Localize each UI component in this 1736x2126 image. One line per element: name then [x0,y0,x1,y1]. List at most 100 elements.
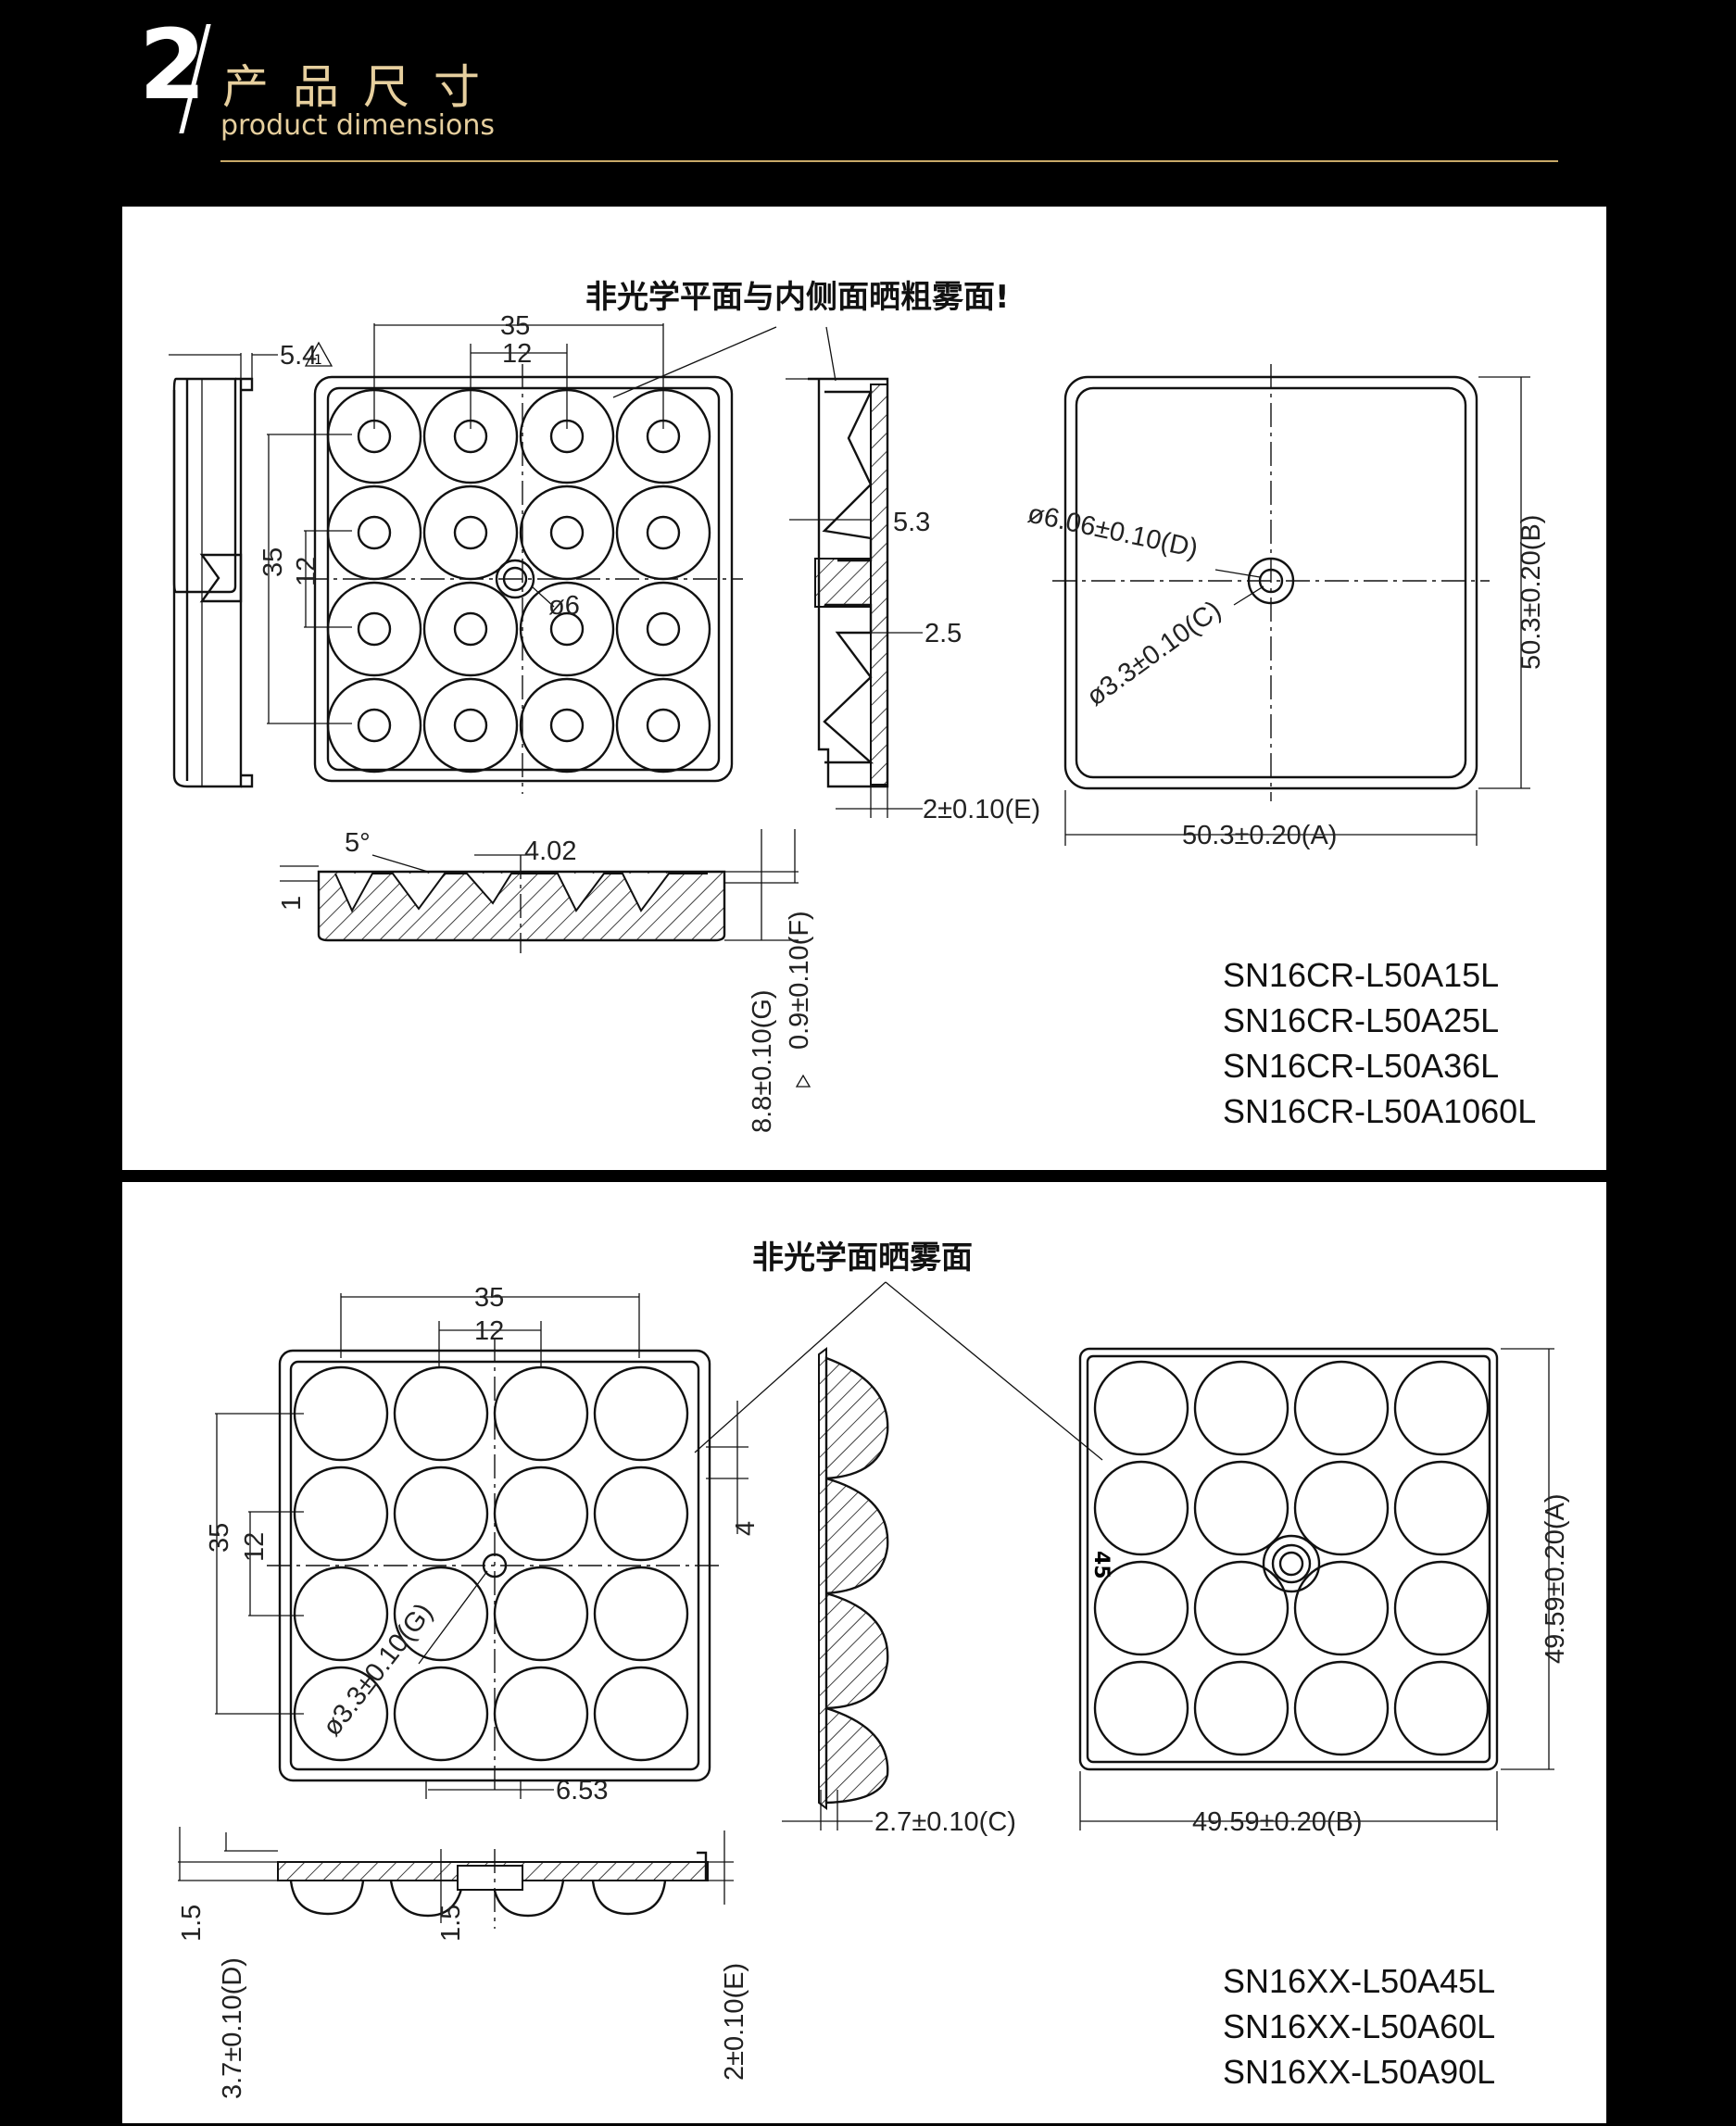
lens-outline [293,1365,389,1462]
section-header: 2 产品尺寸 product dimensions [0,0,1736,185]
lens-outline [593,1466,689,1562]
dim-1: 1 [277,896,307,911]
dim-8-8-G: 8.8±0.10(G) [748,989,777,1133]
model-5: SN16XX-L50A45L [1223,1962,1496,2000]
dim-50-3-A: 50.3±0.20(A) [1182,821,1337,850]
lens-outline [293,1566,389,1662]
model-3: SN16CR-L50A36L [1223,1047,1500,1085]
model-list-2: SN16XX-L50A45L SN16XX-L50A60L SN16XX-L50… [1223,1958,1495,2095]
lens-outline [493,1666,589,1762]
lens-outline [393,1466,489,1562]
dim-2-E-2: 2±0.10(E) [720,1963,749,2081]
model-1: SN16CR-L50A15L [1223,956,1500,994]
lens-center [646,611,681,647]
dim-2-E: 2±0.10(E) [923,795,1040,824]
dim-4-02: 4.02 [524,837,576,866]
dim-2-7-C: 2.7±0.10(C) [874,1807,1016,1837]
dim-12-top-2: 12 [474,1316,504,1346]
lens-outline [1393,1360,1490,1456]
model-list-1: SN16CR-L50A15L SN16CR-L50A25L SN16CR-L50… [1223,952,1536,1134]
bottom-section-view-2 [277,1849,709,1929]
side-view-left [169,353,278,788]
lens-outline [615,677,711,774]
lens-outline [519,677,615,774]
lens-center [646,515,681,550]
lens-outline [519,484,615,581]
model-7: SN16XX-L50A90L [1223,2053,1496,2091]
dim-35-side: 35 [258,547,288,577]
lens-center [453,611,488,647]
lens-center [549,515,585,550]
lens-outline [422,677,519,774]
dim-12-side: 12 [292,557,321,586]
dim-35-side-2: 35 [205,1523,234,1553]
lens-outline [1393,1660,1490,1756]
lens-outline [1393,1460,1490,1556]
lens-outline [1193,1460,1289,1556]
lens-center [357,611,392,647]
model-4: SN16CR-L50A1060L [1223,1092,1537,1130]
lens-outline [422,581,519,677]
lens-outline [1293,1560,1390,1656]
lens-outline [1193,1660,1289,1756]
lens-outline [1093,1660,1189,1756]
section-view-right [786,377,889,788]
drawing-panel-2: 非光学面晒雾面 35 12 35 12 [122,1182,1606,2123]
front-view-2 [267,1338,723,1793]
dim-dia-3-3-G: ø3.3±0.10(G) [317,1598,438,1742]
lens-outline [493,1365,589,1462]
lens-center [549,708,585,743]
section-title-cn: 产品尺寸 [222,60,504,114]
dim-dia-3-3-C: ø3.3±0.10(C) [1081,595,1227,711]
lens-center [646,708,681,743]
dim-35-top: 35 [500,311,530,341]
lens-outline [326,484,422,581]
lens-outline [393,1666,489,1762]
back-view-1 [1052,364,1490,801]
lens-outline [393,1566,489,1662]
lens-outline [422,484,519,581]
lens-outline [593,1566,689,1662]
warning-mark: 1 [314,353,322,368]
lens-center [357,515,392,550]
dim-12-top: 12 [502,339,532,369]
lens-outline [1093,1460,1189,1556]
dim-2-5: 2.5 [925,619,962,648]
lens-outline [326,581,422,677]
lens-outline [593,1666,689,1762]
dim-49-59-B: 49.59±0.20(B) [1192,1807,1363,1837]
warning-triangle-icon-2 [795,1074,811,1088]
bottom-section-view-1 [317,855,726,953]
lens-outline [1093,1360,1189,1456]
dim-0-9-F: 0.9±0.10(F) [785,911,814,1050]
lens-center [357,708,392,743]
warning-triangle-icon [304,341,333,367]
surface-note-2: 非光学面晒雾面 [752,1239,973,1277]
front-view-1 [304,364,743,794]
back-view-2 [1078,1347,1499,1771]
technical-drawing-1: 5.4 1 35 12 35 12 ø6 [169,311,1546,1133]
lens-outline [393,1365,489,1462]
dim-50-3-B: 50.3±0.20(B) [1516,515,1546,670]
dim-6-53: 6.53 [556,1776,608,1805]
side-section-2 [782,1347,889,1830]
lens-outline [1093,1560,1189,1656]
lens-outline [1293,1360,1390,1456]
section-number: 2 [139,8,207,121]
lens-outline [615,484,711,581]
dim-1-5-a: 1.5 [177,1905,207,1942]
lens-outline [593,1365,689,1462]
surface-note-1: 非光学平面与内侧面晒粗雾面! [585,279,1010,316]
dim-49-59-A: 49.59±0.20(A) [1541,1493,1570,1664]
technical-drawing-2: 35 12 35 12 ø3.3±0.10(G) 6.53 4 2.7±0.10… [177,1281,1570,2099]
dim-dia-6-06-D: ø6.06±0.10(D) [1025,499,1201,564]
lens-center [549,611,585,647]
dim-5-3: 5.3 [893,508,930,537]
lens-outline [519,581,615,677]
lens-outline [293,1466,389,1562]
lens-outline [493,1466,589,1562]
dim-12-side-2: 12 [240,1532,270,1562]
lens-outline [493,1566,589,1662]
drawing-panel-1: 非光学平面与内侧面晒粗雾面! 5.4 1 [122,207,1606,1170]
lens-center [453,515,488,550]
